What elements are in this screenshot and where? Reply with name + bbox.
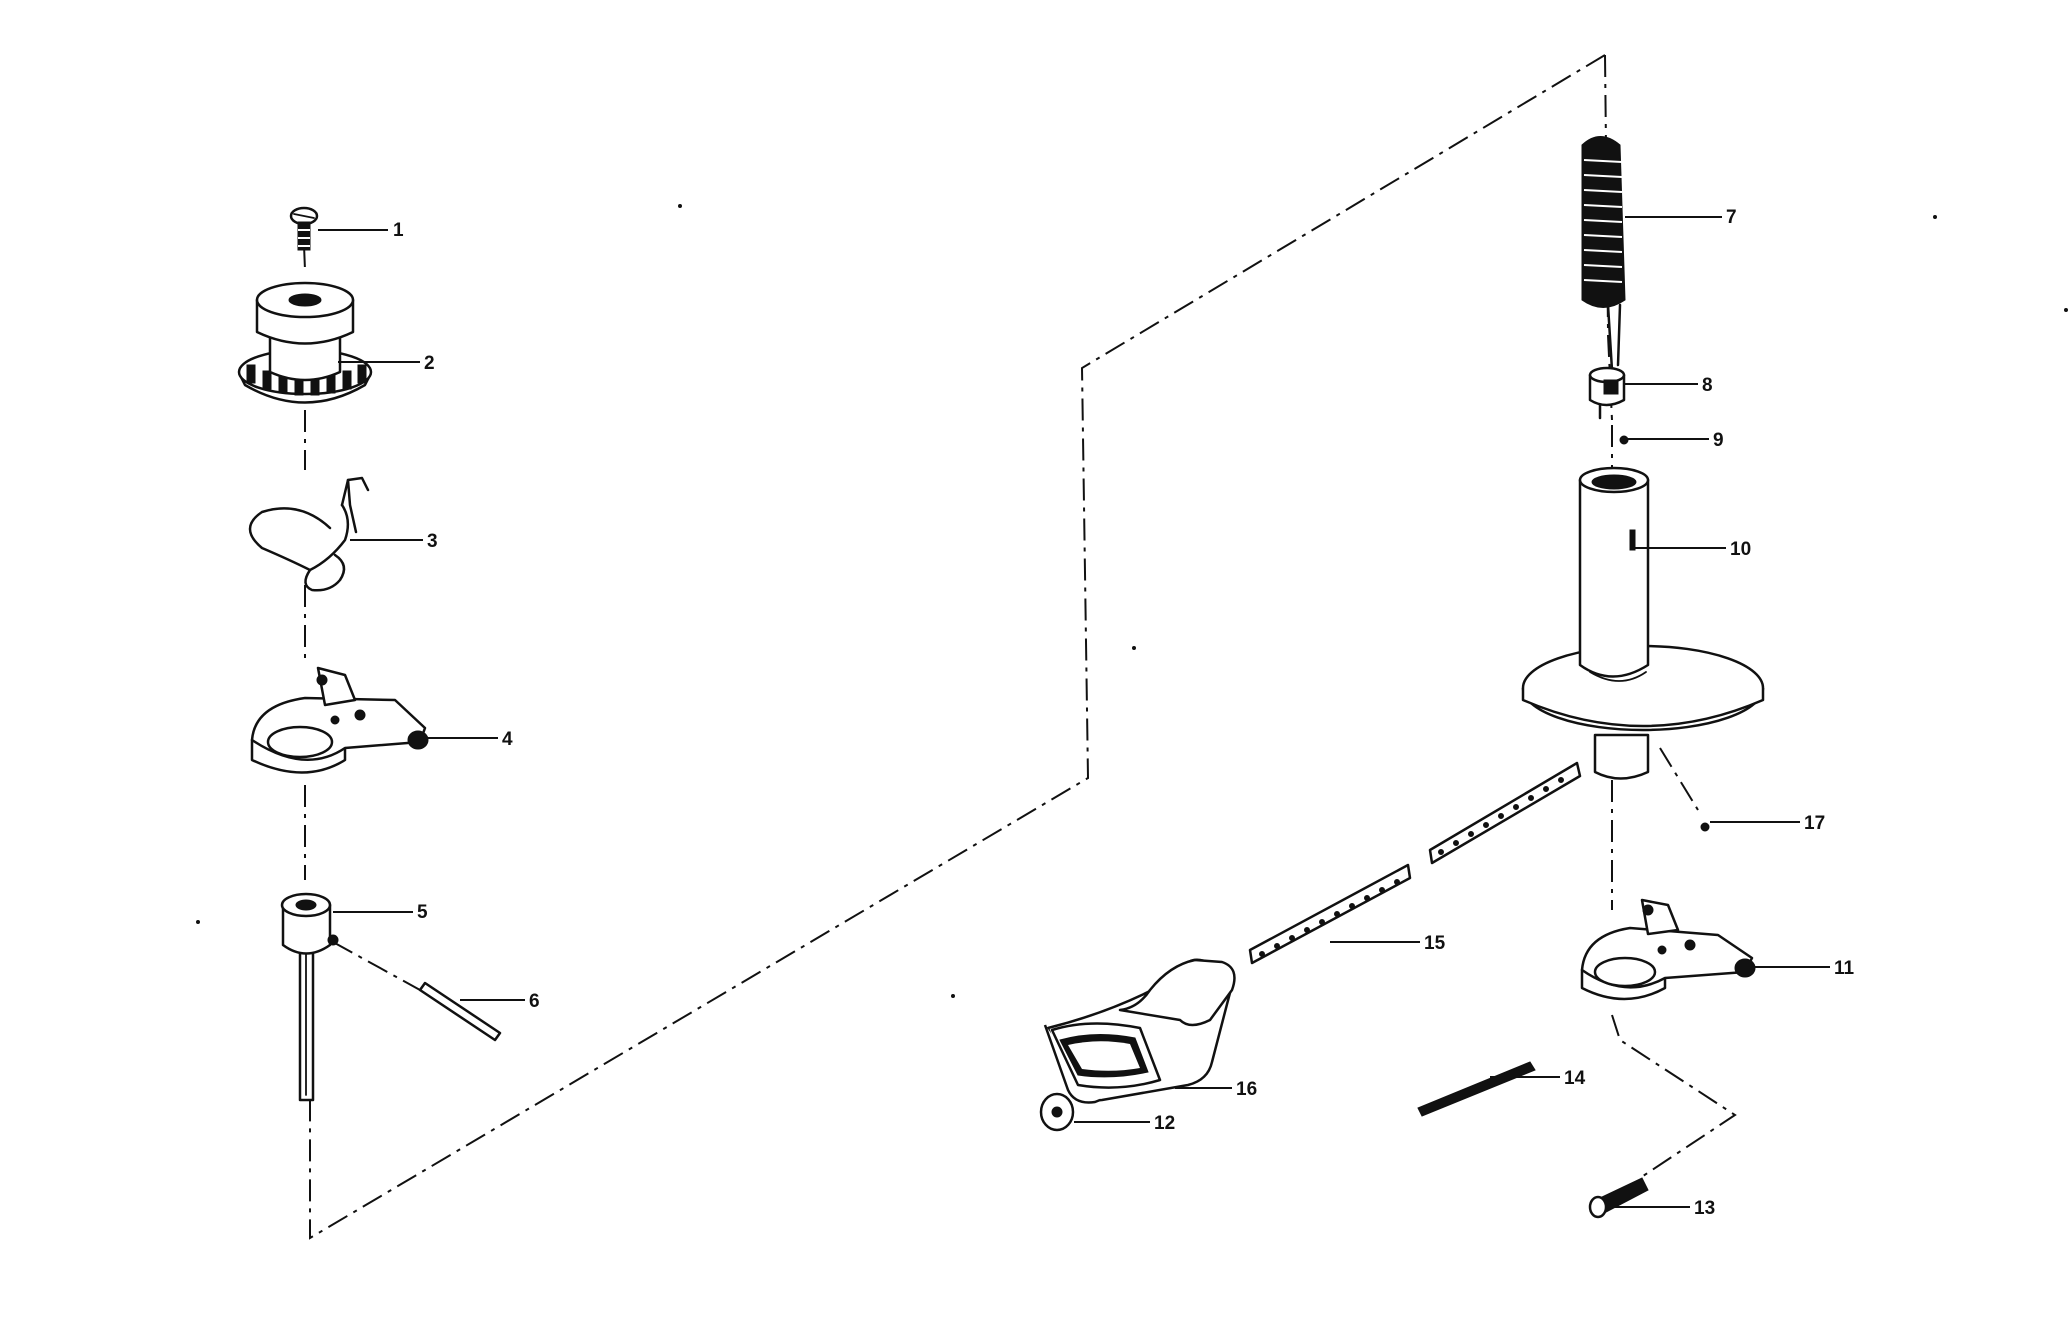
ball-icon — [1619, 435, 1629, 445]
callout-label-8: 8 — [1702, 375, 1713, 396]
callout-label-11: 11 — [1834, 958, 1855, 979]
screw-icon — [1588, 1177, 1649, 1219]
ball-icon — [1700, 822, 1710, 832]
callout-label-1: 1 — [393, 220, 404, 241]
knob-pulley-icon — [237, 281, 373, 404]
post-with-flange-icon — [1521, 466, 1765, 780]
leader-lines — [318, 216, 1830, 1208]
assembly-path-line — [1611, 780, 1737, 1179]
speck-marks — [196, 204, 2068, 998]
assembly-path-line — [1659, 747, 1699, 811]
callout-label-17: 17 — [1804, 813, 1825, 834]
bushing-icon — [1588, 366, 1626, 420]
callout-label-2: 2 — [424, 353, 435, 374]
callout-label-12: 12 — [1154, 1113, 1175, 1134]
bracket-arm-icon — [1580, 898, 1756, 1001]
screw-icon — [289, 206, 319, 251]
callout-label-10: 10 — [1730, 539, 1751, 560]
pin-icon — [1417, 1061, 1536, 1117]
callout-label-16: 16 — [1236, 1079, 1257, 1100]
callout-label-13: 13 — [1694, 1198, 1715, 1219]
bracket-arm-icon — [250, 666, 429, 774]
assembly-path-line — [303, 244, 306, 880]
spring-icon — [1581, 136, 1626, 372]
callout-label-7: 7 — [1726, 207, 1737, 228]
perforated-strip-icon — [1248, 761, 1582, 965]
callout-label-3: 3 — [427, 531, 438, 552]
callout-label-15: 15 — [1424, 933, 1446, 954]
callout-label-9: 9 — [1713, 430, 1724, 451]
washer-icon — [1039, 1092, 1075, 1132]
pin-icon — [418, 981, 502, 1042]
callout-label-14: 14 — [1564, 1068, 1586, 1089]
handle-grip-icon — [1043, 958, 1236, 1104]
assembly-path-line — [309, 54, 1606, 1240]
collar-icon — [280, 892, 339, 1102]
callout-label-5: 5 — [417, 902, 428, 923]
clip-spring-icon — [248, 476, 370, 592]
callout-label-4: 4 — [502, 729, 513, 750]
callout-label-6: 6 — [529, 991, 540, 1012]
assembly-path-line — [332, 941, 421, 991]
